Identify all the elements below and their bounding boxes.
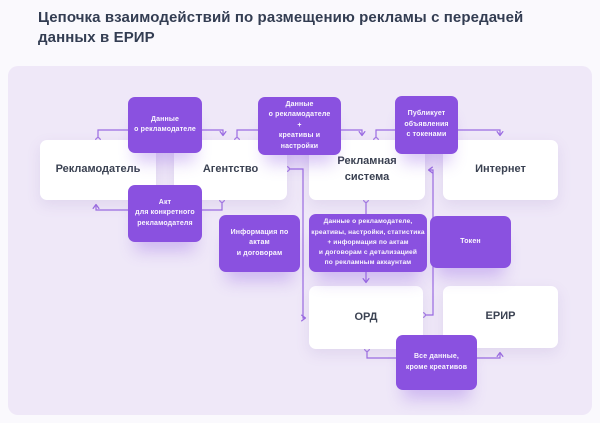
data-label-dannye-kreativy-nastroyki: Данные о рекламодателе + креативы и наст… bbox=[258, 97, 341, 155]
connector-agentstvo-to-ord bbox=[287, 168, 307, 322]
data-label-dannye-statistika: Данные о рекламодателе, креативы, настро… bbox=[309, 214, 427, 272]
data-label-publikuet-obyavleniya: Публикует объявления с токенами bbox=[395, 96, 458, 154]
data-label-informaciya-po-aktam: Информация по актам и договорам bbox=[219, 215, 300, 272]
data-label-akt-dlya-reklamodatelya: Акт для конкретного рекламодателя bbox=[128, 185, 202, 242]
data-label-dannye-o-reklamodatele: Данные о рекламодателе bbox=[128, 97, 202, 153]
entity-node-internet: Интернет bbox=[443, 140, 558, 200]
page-title: Цепочка взаимодействий по размещению рек… bbox=[38, 9, 524, 47]
data-label-vse-dannye-krome-kreativov: Все данные, кроме креативов bbox=[396, 335, 477, 390]
data-label-token: Токен bbox=[430, 216, 511, 268]
